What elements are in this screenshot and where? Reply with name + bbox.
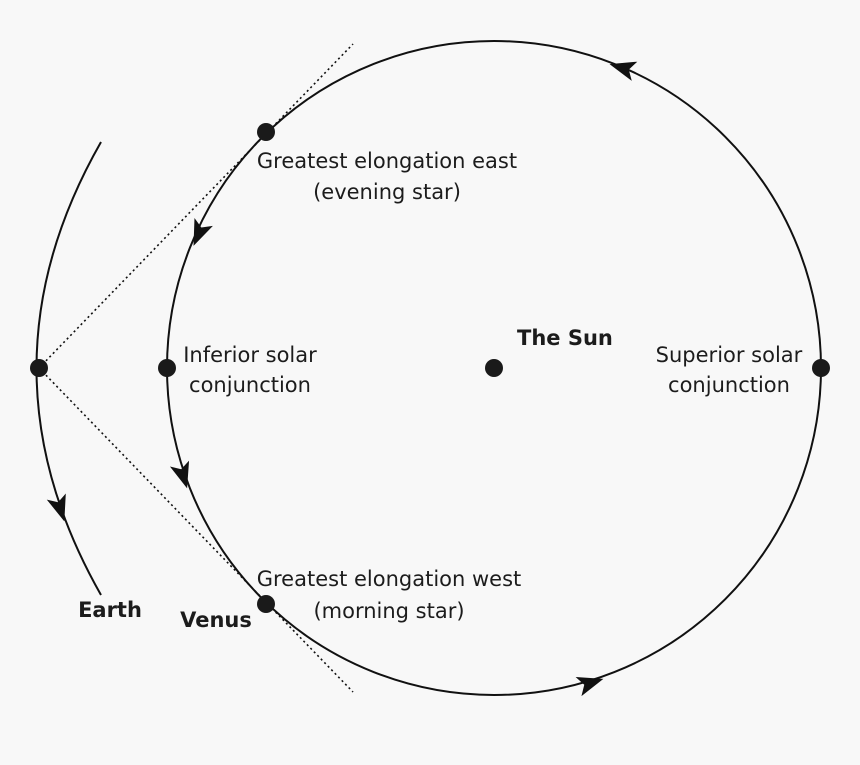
greatest-west-label-line1: Greatest elongation west: [257, 567, 522, 591]
venus-label: Venus: [180, 608, 252, 632]
sight-line-east: [38, 43, 354, 369]
sun-dot: [485, 359, 503, 377]
greatest-east-label-line2: (evening star): [313, 180, 461, 204]
greatest-elongation-west-dot: [257, 595, 275, 613]
inferior-conjunction-dot: [158, 359, 176, 377]
earth-dot: [30, 359, 48, 377]
venus-orbit-arrow-lower-left: [169, 460, 190, 489]
venus-orbit-arrow-upper-left: [193, 218, 213, 246]
sun-label: The Sun: [517, 326, 613, 350]
greatest-west-label-line2: (morning star): [313, 599, 464, 623]
earth-label: Earth: [78, 598, 142, 622]
greatest-elongation-east-dot: [257, 123, 275, 141]
sight-line-west: [38, 367, 354, 693]
venus-orbit-arrow-top: [609, 61, 638, 81]
superior-conjunction-label-line1: Superior solar: [656, 343, 803, 367]
earth-orbit-arrow: [46, 493, 66, 522]
superior-conjunction-label-line2: conjunction: [668, 373, 790, 397]
superior-conjunction-dot: [812, 359, 830, 377]
greatest-east-label-line1: Greatest elongation east: [257, 149, 517, 173]
inferior-conjunction-label-line1: Inferior solar: [183, 343, 317, 367]
venus-orbit-arrow-bottom: [575, 676, 604, 697]
inferior-conjunction-label-line2: conjunction: [189, 373, 311, 397]
